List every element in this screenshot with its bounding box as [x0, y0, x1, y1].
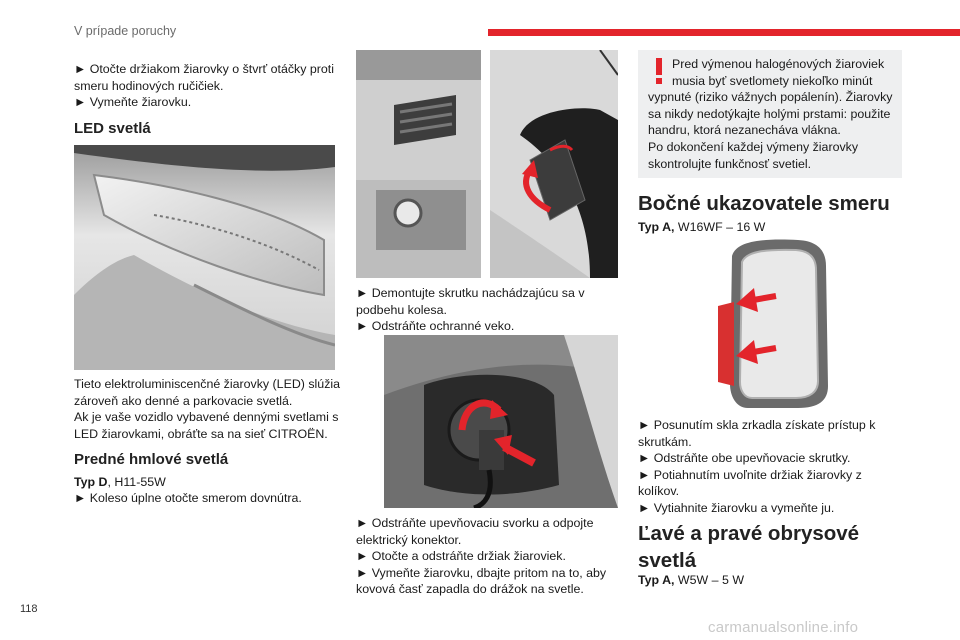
led-line: zároveň ako denné a parkovacie svetlá.: [74, 393, 293, 408]
warning-line: sa nikdy nedotýkajte holými prstami: pou…: [648, 106, 891, 121]
step-line: ► Otočte a odstráňte držiak žiaroviek.: [356, 549, 566, 564]
warning-line: musia byť svetlomety niekoľko minút: [672, 73, 873, 88]
fog-typ-label: Typ D: [74, 475, 108, 489]
side-mirror-image: [718, 236, 830, 412]
step-line: ► Vytiahnite žiarovku a vymeňte ju.: [638, 500, 835, 515]
step-line: ► Odstráňte ochranné veko.: [356, 319, 515, 334]
fog-light-bumper-image: [356, 50, 481, 278]
page-number: 118: [20, 603, 38, 615]
step-line: ► Odstráňte obe upevňovacie skrutky.: [638, 451, 851, 466]
indicator-typ-label: Typ A,: [638, 220, 675, 234]
warning-line: skontrolujte funkčnosť svetiel.: [648, 156, 812, 171]
marker-heading-line: Ľavé a pravé obrysové: [638, 522, 860, 545]
fog-bulb-type: Typ D, H11-55W: [74, 474, 166, 491]
led-line: Tieto elektroluminiscenčné žiarovky (LED…: [74, 377, 341, 391]
bulb-replacement-steps: ► Odstráňte upevňovaciu svorku a odpojte…: [356, 515, 626, 598]
warning-line: Pred výmenou halogénových žiaroviek: [672, 57, 885, 71]
warning-box: Pred výmenou halogénových žiaroviek musi…: [638, 50, 902, 178]
warning-line: Po dokončení každej výmeny žiarovky: [648, 140, 859, 154]
warning-line: handru, ktorá nezanecháva vlákna.: [648, 123, 841, 138]
fog-step: ► Koleso úplne otočte smerom dovnútra.: [74, 491, 302, 505]
indicator-bulb-type: Typ A, W16WF – 16 W: [638, 219, 765, 236]
step-line: ► Demontujte skrutku nachádzajúcu sa v: [356, 286, 585, 300]
marker-typ-value: W5W – 5 W: [674, 573, 745, 587]
fog-bulb-holder-image: [384, 335, 618, 508]
intro-line: ► Otočte držiakom žiarovky o štvrť otáčk…: [74, 62, 334, 76]
indicator-typ-value: W16WF – 16 W: [674, 220, 766, 234]
warning-line: vypnuté (riziko vážnych popálenín). Žiar…: [648, 90, 893, 105]
fog-typ-value: , H11-55W: [107, 475, 166, 489]
led-headlight-image: [74, 145, 335, 370]
marker-bulb-type: Typ A, W5W – 5 W: [638, 572, 744, 589]
intro-line: ► Vymeňte žiarovku.: [74, 95, 192, 110]
screw-removal-steps: ► Demontujte skrutku nachádzajúcu sa v p…: [356, 285, 626, 335]
header-accent-bar: [488, 29, 960, 36]
fog-heading: Predné hmlové svetlá: [74, 451, 229, 468]
marker-heading-line: svetlá: [638, 549, 697, 572]
led-line: LED žiarovkami, obráťte sa na sieť CITRO…: [74, 426, 328, 441]
step-line: ► Potiahnutím uvoľnite držiak žiarovky z: [638, 467, 862, 482]
intro-steps: ► Otočte držiakom žiarovky o štvrť otáčk…: [74, 61, 344, 111]
step-line: kolíkov.: [638, 484, 680, 499]
exclamation-icon: [654, 58, 664, 84]
step-line: podbehu kolesa.: [356, 302, 447, 317]
indicator-heading: Bočné ukazovatele smeru: [638, 192, 890, 215]
led-heading: LED svetlá: [74, 120, 151, 137]
intro-line: smeru hodinových ručičiek.: [74, 78, 224, 93]
marker-typ-label: Typ A,: [638, 573, 675, 587]
step-line: ► Posunutím skla zrkadla získate prístup…: [638, 418, 876, 432]
wheel-arch-cover-image: [490, 50, 618, 278]
led-description: Tieto elektroluminiscenčné žiarovky (LED…: [74, 376, 344, 442]
step-line: kovová časť zapadla do drážok na svetle.: [356, 582, 584, 597]
watermark: carmanualsonline.info: [708, 619, 859, 636]
marker-lights-heading: Ľavé a pravé obrysové svetlá: [638, 520, 859, 574]
page-header-title: V prípade poruchy: [74, 24, 177, 38]
step-line: elektrický konektor.: [356, 532, 462, 547]
step-line: ► Vymeňte žiarovku, dbajte pritom na to,…: [356, 565, 607, 580]
indicator-steps: ► Posunutím skla zrkadla získate prístup…: [638, 417, 908, 517]
step-line: skrutkám.: [638, 434, 692, 449]
led-line: Ak je vaše vozidlo vybavené dennými svet…: [74, 410, 339, 425]
step-line: ► Odstráňte upevňovaciu svorku a odpojte: [356, 516, 594, 530]
